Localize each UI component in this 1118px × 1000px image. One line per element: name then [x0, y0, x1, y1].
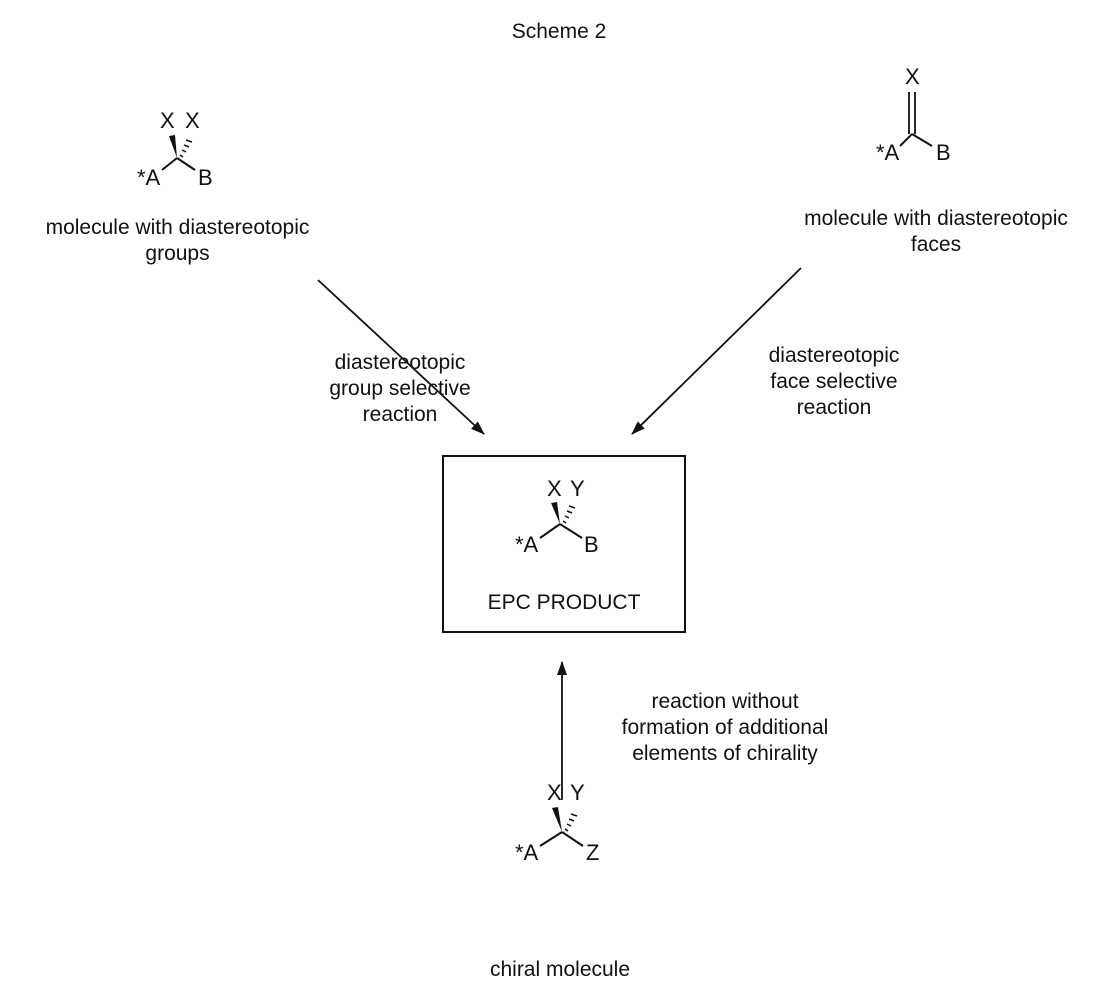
bond-center-b [911, 133, 933, 147]
atom-x-label: X [905, 64, 920, 89]
arrow-left-to-product [317, 279, 485, 435]
bond-center-z [561, 831, 584, 847]
atom-x-label: X [547, 780, 562, 805]
caption-diastereotopic-faces: molecule with diastereotopic faces [755, 206, 1117, 258]
atom-b-label: B [936, 140, 951, 165]
label-reaction-without-chirality: reaction without formation of additional… [580, 689, 870, 767]
label-line: group selective [329, 377, 471, 400]
label-face-selective-reaction: diastereotopic face selective reaction [734, 343, 934, 421]
atom-a-label: *A [515, 840, 539, 865]
label-line: formation of additional [621, 716, 829, 739]
caption-diastereotopic-groups: molecule with diastereotopic groups [0, 215, 355, 267]
caption-line: molecule with diastereotopic [45, 216, 310, 239]
label-group-selective-reaction: diastereotopic group selective reaction [300, 350, 500, 428]
label-line: reaction without [651, 690, 799, 713]
label-line: diastereotopic [334, 351, 466, 374]
atom-z-label: Z [586, 840, 599, 865]
atom-y-label: Y [570, 780, 585, 805]
bond-a-center [161, 157, 178, 171]
arrow-right-to-product [631, 267, 802, 435]
label-line: elements of chirality [632, 742, 818, 765]
wedge-bond [551, 502, 560, 524]
scheme-title: Scheme 2 [511, 20, 607, 43]
bond-center-b [559, 523, 583, 539]
wedge-bond [169, 135, 177, 158]
label-line: reaction [362, 403, 438, 426]
bond-center-b [176, 157, 196, 171]
hashed-bond [564, 813, 578, 832]
atom-y-label: Y [570, 476, 585, 501]
caption-line: molecule with diastereotopic [804, 207, 1068, 230]
structure-epc-product: *A B X Y [515, 476, 599, 557]
atom-x1-label: X [160, 108, 175, 133]
atom-x2-label: X [185, 108, 200, 133]
structure-diastereotopic-faces: *A B X [876, 64, 951, 165]
structure-chiral-molecule: *A Z X Y [515, 780, 599, 865]
label-line: reaction [796, 396, 872, 419]
structure-diastereotopic-groups: *A B X X [137, 108, 213, 190]
caption-chiral-molecule: chiral molecule [489, 958, 631, 981]
hashed-bond [562, 505, 576, 524]
epc-product-box [442, 455, 686, 633]
hashed-bond [179, 139, 193, 158]
label-line: face selective [770, 370, 898, 393]
bond-a-center [899, 133, 913, 147]
atom-a-label: *A [515, 532, 539, 557]
atom-a-label: *A [876, 140, 900, 165]
epc-product-label: EPC PRODUCT [487, 591, 641, 614]
caption-line: groups [145, 242, 210, 265]
bond-a-center [539, 523, 561, 539]
caption-line: faces [910, 233, 962, 256]
atom-b-label: B [584, 532, 599, 557]
atom-a-label: *A [137, 165, 161, 190]
wedge-bond [552, 807, 562, 832]
bond-a-center [539, 831, 563, 847]
label-line: diastereotopic [768, 344, 900, 367]
atom-b-label: B [198, 165, 213, 190]
atom-x-label: X [547, 476, 562, 501]
